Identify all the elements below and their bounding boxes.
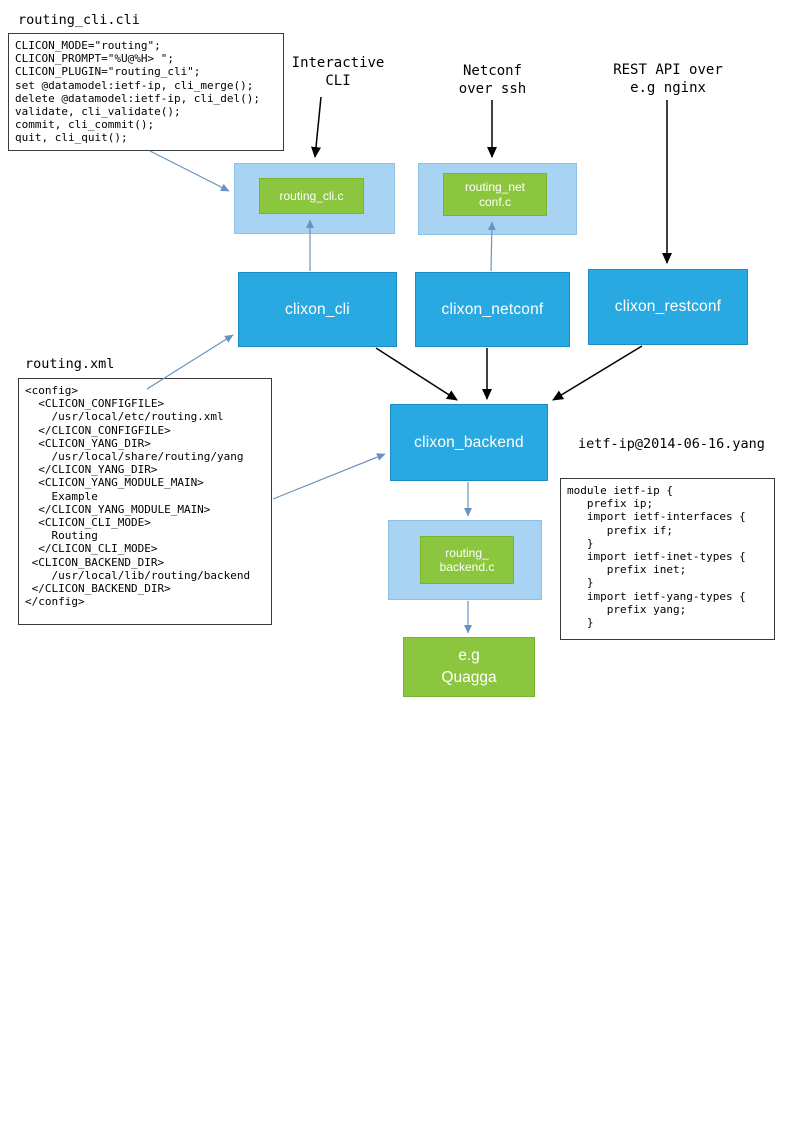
netconf-over-ssh-label: Netconf over ssh — [458, 63, 527, 97]
arrow-clixon-cli-to-backend — [375, 347, 458, 401]
arrow-clixon-restconf-to-backend — [552, 345, 643, 401]
routing-netconf-c-label: routing_net conf.c — [464, 180, 526, 209]
interactive-cli-label: Interactive CLI — [291, 55, 385, 89]
routing-netconf-c-node: routing_net conf.c — [443, 173, 547, 216]
rest-api-label: REST API over e.g nginx — [613, 62, 723, 96]
clixon-cli-label: clixon_cli — [285, 300, 350, 318]
clixon-restconf-label: clixon_restconf — [614, 298, 722, 315]
xml-config-code: <config> <CLICON_CONFIGFILE> /usr/local/… — [25, 384, 251, 609]
yang-module-code-box: module ietf-ip { prefix ip; import ietf-… — [560, 478, 775, 640]
clixon-restconf-node: clixon_restconf — [588, 269, 748, 345]
clixon-netconf-node: clixon_netconf — [415, 272, 570, 347]
yang-file-title: ietf-ip@2014-06-16.yang — [578, 436, 765, 452]
arrow-xml-config-to-clixon-backend — [272, 453, 386, 500]
arrow-interactive-cli-to-cli-plugin — [311, 96, 322, 158]
cli-file-code: CLICON_MODE="routing"; CLICON_PROMPT="%U… — [15, 39, 261, 145]
routing-cli-c-node: routing_cli.c — [259, 178, 364, 214]
quagga-label: e.g Quagga — [441, 647, 497, 686]
cli-file-code-box: CLICON_MODE="routing"; CLICON_PROMPT="%U… — [8, 33, 284, 151]
routing-backend-c-node: routing_ backend.c — [420, 536, 514, 584]
cli-file-title: routing_cli.cli — [18, 12, 140, 28]
clixon-backend-node: clixon_backend — [390, 404, 548, 481]
xml-config-code-box: <config> <CLICON_CONFIGFILE> /usr/local/… — [18, 378, 272, 625]
yang-module-code: module ietf-ip { prefix ip; import ietf-… — [567, 484, 746, 630]
routing-cli-c-label: routing_cli.c — [279, 188, 344, 203]
xml-file-title: routing.xml — [25, 356, 115, 372]
arrow-cli-file-to-cli-plugin — [149, 150, 230, 192]
routing-backend-c-label: routing_ backend.c — [439, 545, 495, 575]
quagga-node: e.g Quagga — [403, 637, 535, 697]
clixon-backend-label: clixon_backend — [414, 433, 524, 451]
clixon-netconf-label: clixon_netconf — [441, 300, 544, 318]
clixon-cli-node: clixon_cli — [238, 272, 397, 347]
